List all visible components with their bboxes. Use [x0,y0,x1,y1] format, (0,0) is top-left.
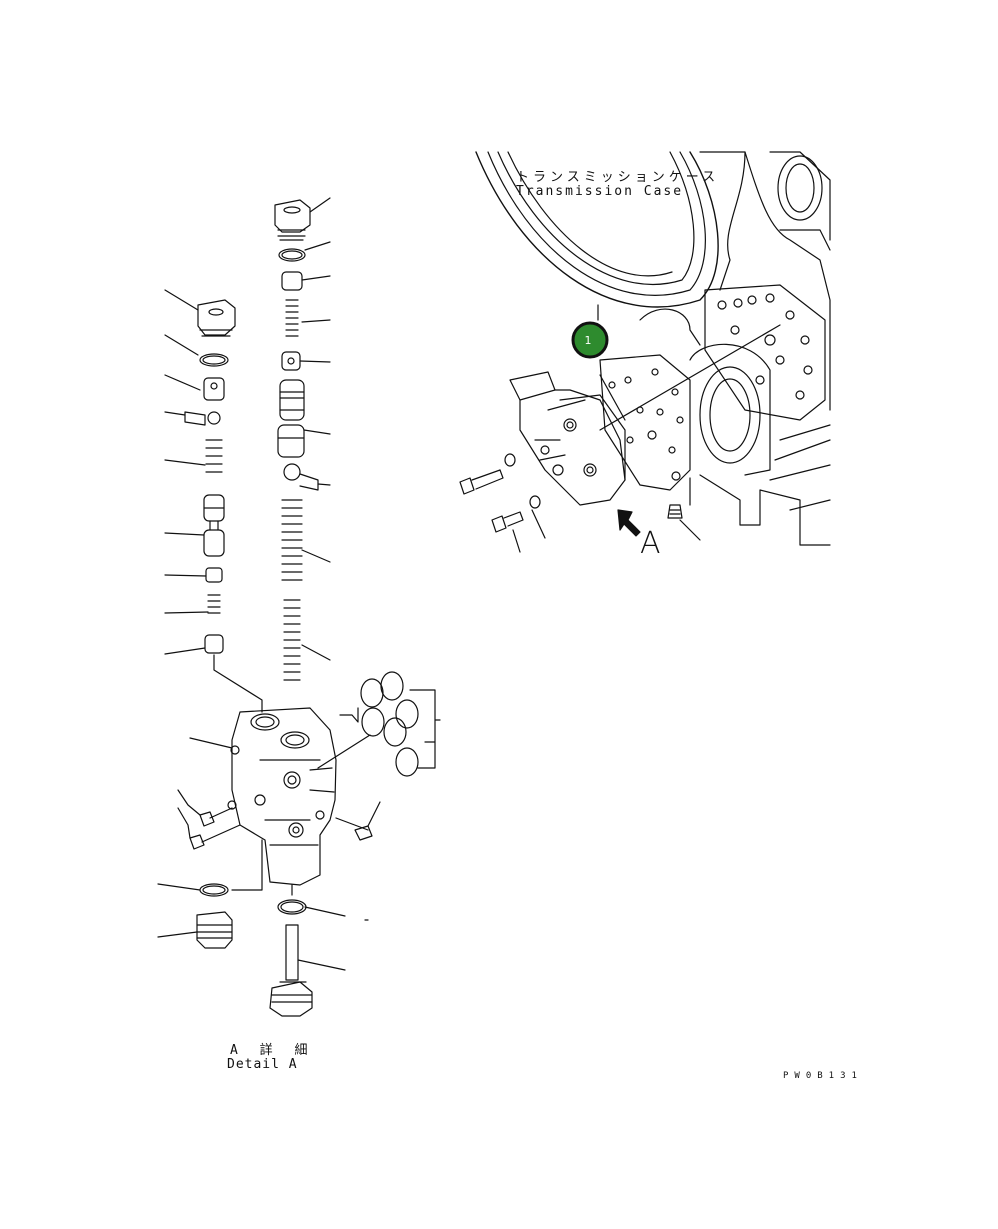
detail-label-japanese: A 詳 細 [230,1043,312,1058]
case-label-english: Transmission Case [516,184,684,199]
case-label-japanese: トランスミッションケース [516,170,720,185]
callout-1-number: 1 [584,334,592,347]
transmission-case-view [460,152,830,552]
detail-a-exploded-view [158,198,440,1016]
drawing-code: PW0B131 [783,1071,863,1081]
detail-label-english: Detail A [227,1057,298,1072]
view-arrow-label: A [640,526,661,561]
callout-1-circle [573,323,607,357]
